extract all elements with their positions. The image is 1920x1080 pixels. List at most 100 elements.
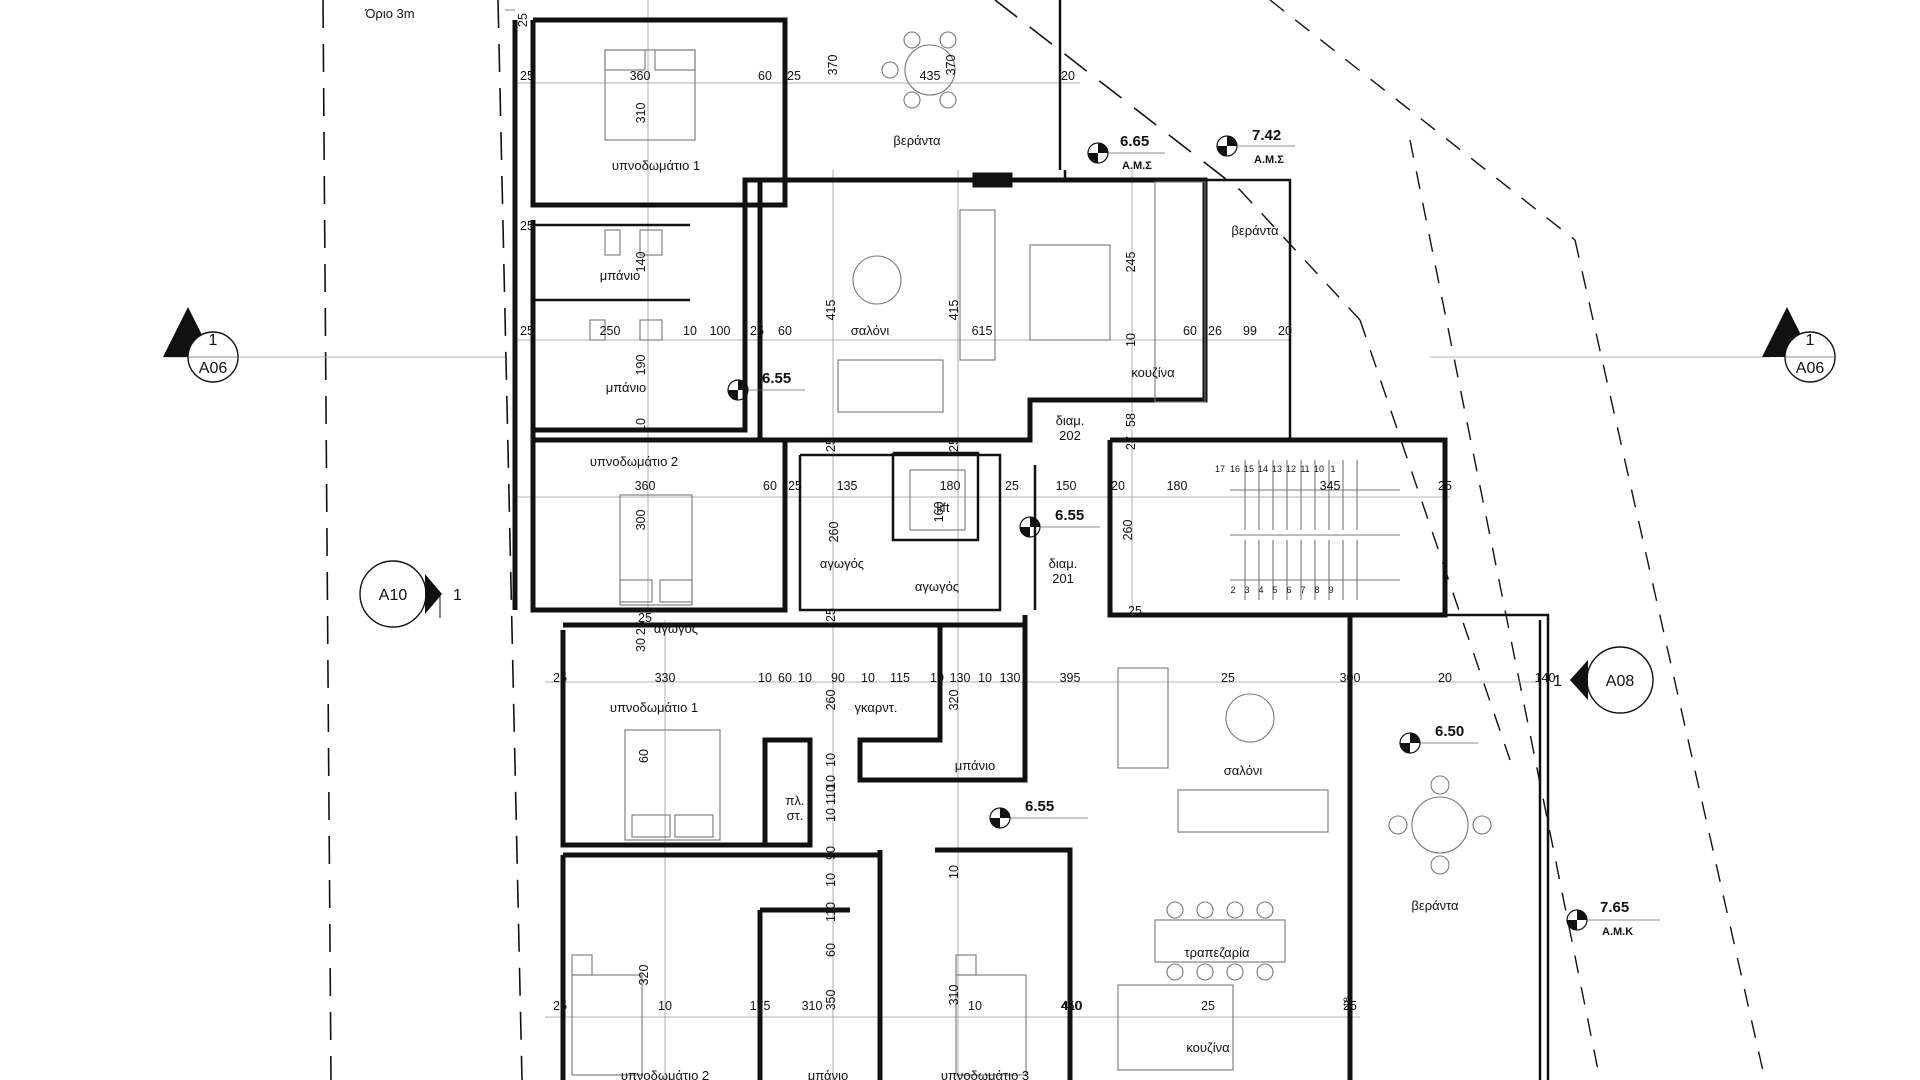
dimension-label: 27 [1124,436,1138,450]
room-label: διαμ.202 [1056,413,1085,443]
stair-step-number: 2 [1230,585,1235,595]
grid-lines [163,0,1770,1080]
room-label: υπνοδωμάτιο 2 [590,454,678,469]
dimension-label: 10 [861,671,875,685]
level-marker: 6.55 [1019,507,1100,538]
section-marker: 1 A06 [163,307,239,383]
dimension-label: 360 [635,479,656,493]
elevation-sheet: A08 [1606,673,1635,690]
dimension-label: 25 [520,219,534,233]
level-value: 6.55 [1025,798,1054,815]
dimension-label: 160 [932,502,946,523]
room-label: αγωγός [915,579,959,594]
dimension-label: 395 [1060,671,1081,685]
dimension-label: 130 [950,671,971,685]
dimension-label: 180 [940,479,961,493]
upper-walls [512,0,1448,618]
dimension-label: 25 [634,621,648,635]
level-value: 6.65 [1120,133,1149,150]
level-marker: 6.55 [989,798,1088,829]
room-label: μπάνιο [600,268,640,283]
dimension-label: 10 [947,865,961,879]
dimension-label: 10 [968,999,982,1013]
dimension-label: 25 [520,324,534,338]
stair-step-number: 17 [1215,464,1225,474]
dimension-label: 10 [978,671,992,685]
dimension-label: 25 [1438,479,1452,493]
section-number: 1 [209,332,218,349]
level-value: 6.55 [762,370,791,387]
dimension-label: 320 [637,965,651,986]
stair-step-number: 6 [1286,585,1291,595]
dimension-label: 350 [824,990,838,1011]
lower-walls [560,613,1550,1080]
dimension-label: 245 [1124,252,1138,273]
dimension-label: 300 [1340,671,1361,685]
dimension-label: 260 [827,522,841,543]
dimension-label: 60 [758,69,772,83]
dimension-label: 435 [920,69,941,83]
section-number: 1 [1806,332,1815,349]
elevation-markers: A10 1 A08 1 [359,560,1654,714]
dimension-label: 60 [824,943,838,957]
section-sheet: A06 [199,360,228,377]
dimension-label: 370 [944,55,958,76]
stair-step-number: 18 [1342,997,1352,1007]
level-marker: 7.65 Α.Μ.Κ [1566,899,1660,938]
elevation-marker: A10 1 [359,560,462,628]
elevation-sheet: A10 [379,587,408,604]
dimension-label: 10 [930,671,944,685]
dimension-label: 99 [1243,324,1257,338]
dimension-label: 310 [802,999,823,1013]
dimension-label: 20 [1438,671,1452,685]
room-label: διαμ.201 [1049,556,1078,586]
dimension-label: 25 [1128,604,1142,618]
elevation-number: 1 [1553,673,1562,690]
stair-step-number: 12 [1286,464,1296,474]
dimension-label: 20 [1278,324,1292,338]
dimension-label: 360 [630,69,651,83]
dimension-label: 615 [972,324,993,338]
room-label: κουζίνα [1186,1040,1230,1055]
stair-step-number: 16 [1230,464,1240,474]
dimension-label: 140 [634,252,648,273]
dimension-label: 260 [1121,520,1135,541]
dimension-label: 20 [1111,479,1125,493]
level-value: 6.55 [1055,507,1084,524]
dimension-label: 180 [1167,479,1188,493]
section-sheet: A06 [1796,360,1825,377]
elevation-marker: A08 1 [1553,646,1654,714]
stair-step-number: 13 [1272,464,1282,474]
dimension-label: 60 [1183,324,1197,338]
stair-step-number: 14 [1258,464,1268,474]
level-marker: 6.65 Α.Μ.Σ [1087,133,1165,172]
room-label: βεράντα [1231,223,1279,238]
dimension-label: 10 [758,671,772,685]
dimension-label: 10 [824,873,838,887]
dimension-label: 260 [824,690,838,711]
stair-step-number: 8 [1314,585,1319,595]
stair-step-number: 1 [1330,464,1335,474]
room-labels: υπνοδωμάτιο 1 μπάνιο μπάνιο υπνοδωμάτιο … [364,6,1459,1080]
room-label: υπνοδωμάτιο 2 [621,1068,709,1080]
dimension-label: 25 [520,69,534,83]
level-sub: Α.Μ.Σ [1122,160,1152,172]
stair-step-number: 15 [1244,464,1254,474]
dimension-label: 25 [638,611,652,625]
dimension-label: 10 [634,418,648,432]
dimension-label: 10 [1124,333,1138,347]
dimension-label: 115 [890,671,910,685]
dimension-label: 250 [600,324,621,338]
dimension-label: 25 [824,438,838,452]
dimension-label: 130 [1000,671,1021,685]
dimension-label: 90 [831,671,845,685]
dimension-label: 25 [1005,479,1019,493]
room-label: πλ.στ. [785,793,804,823]
dimension-label: 10 [683,324,697,338]
site-lines [322,0,1766,1080]
dimension-label: 25 [1343,999,1357,1013]
stair-step-number: 7 [1300,585,1305,595]
room-label: γκαρντ. [855,700,898,715]
stair-step-number: 10 [1314,464,1324,474]
dimension-label: 310 [634,103,648,124]
